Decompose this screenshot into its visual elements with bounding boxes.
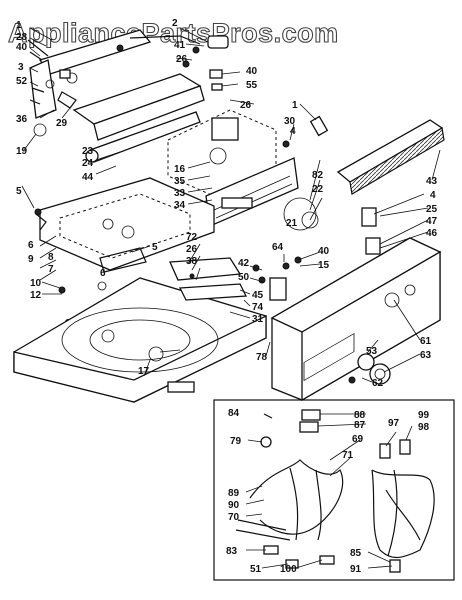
callout-label: 87 [354, 420, 366, 431]
callout-label: 45 [252, 290, 264, 301]
callout-label: 70 [228, 512, 240, 523]
callout-label: 40 [246, 66, 258, 77]
callout-label: 72 [186, 232, 198, 243]
callout-label: 12 [30, 290, 42, 301]
callout-label: 21 [286, 218, 298, 229]
watermark-text: AppliancePartsPros.com [8, 18, 339, 48]
callout-label: 30 [284, 116, 296, 127]
callout-label: 16 [174, 164, 186, 175]
callout-label: 53 [366, 346, 378, 357]
callout-label: 99 [418, 410, 430, 421]
callout-label: 6 [28, 240, 34, 251]
control-panel [270, 237, 442, 402]
callout-label: 3 [18, 62, 24, 73]
middle-hardware [252, 197, 381, 301]
callout-label: 5 [152, 242, 158, 253]
callout-label: 40 [16, 42, 28, 53]
callout-label: 88 [354, 410, 366, 421]
callout-label: 43 [426, 176, 438, 187]
callout-label: 28 [16, 32, 28, 43]
callout-label: 42 [238, 258, 250, 269]
callout-label: 7 [48, 264, 54, 275]
callout-label: 63 [420, 350, 432, 361]
callout-label: 23 [82, 146, 94, 157]
callout-label: 4 [290, 126, 296, 137]
callout-label: 71 [342, 450, 354, 461]
callout-label: 44 [82, 172, 94, 183]
callout-label: 8 [48, 252, 54, 263]
callout-label: 26 [186, 244, 198, 255]
lid-switch-parts [169, 257, 248, 301]
callout-label: 4 [430, 190, 436, 201]
callout-label: 29 [56, 118, 68, 129]
callout-label: 6 [100, 268, 106, 279]
callout-label: 97 [388, 418, 400, 429]
callout-label: 46 [426, 228, 438, 239]
callout-numbers: 1 28 40 3 52 36 29 19 2 41 26 40 55 26 2… [16, 18, 438, 575]
callout-label: 47 [426, 216, 438, 227]
top-cover-plate [34, 177, 215, 325]
callout-label: 52 [16, 76, 28, 87]
callout-label: 50 [238, 272, 250, 283]
callout-label: 64 [272, 242, 284, 253]
callout-label: 90 [228, 500, 240, 511]
callout-label: 82 [312, 170, 324, 181]
callout-label: 19 [16, 146, 28, 157]
callout-label: 83 [226, 546, 238, 557]
console-channel [72, 73, 205, 163]
callout-label: 62 [372, 378, 384, 389]
callout-label: 25 [426, 204, 438, 215]
console-backsplash [336, 119, 445, 195]
callout-label: 61 [420, 336, 432, 347]
callout-label: 55 [246, 80, 258, 91]
console-top-bracket [27, 29, 201, 137]
callout-label: 24 [82, 158, 94, 169]
callout-label: 74 [252, 302, 264, 313]
callout-label: 41 [174, 40, 186, 51]
cabinet-top [13, 277, 267, 403]
callout-label: 5 [16, 186, 22, 197]
callout-label: 100 [280, 564, 297, 575]
callout-label: 40 [318, 246, 330, 257]
callout-label: 2 [172, 18, 178, 29]
callout-label: 36 [16, 114, 28, 125]
callout-label: 38 [186, 256, 198, 267]
callout-label: 33 [174, 188, 186, 199]
callout-label: 1 [16, 20, 22, 31]
callout-label: 51 [250, 564, 262, 575]
callout-label: 26 [240, 100, 252, 111]
callout-label: 9 [28, 254, 34, 265]
callout-label: 85 [350, 548, 362, 559]
timer-assembly [167, 109, 329, 227]
callout-label: 15 [318, 260, 330, 271]
callout-label: 98 [418, 422, 430, 433]
callout-label: 1 [292, 100, 298, 111]
callout-label: 91 [350, 564, 362, 575]
callout-label: 89 [228, 488, 240, 499]
callout-label: 84 [228, 408, 240, 419]
callout-label: 34 [174, 200, 186, 211]
callout-label: 22 [312, 184, 324, 195]
callout-label: 69 [352, 434, 364, 445]
callout-label: 17 [138, 366, 150, 377]
callout-label: 35 [174, 176, 186, 187]
callout-label: 79 [230, 436, 242, 447]
callout-label: 31 [252, 314, 264, 325]
callout-label: 26 [176, 54, 188, 65]
callout-label: 10 [30, 278, 42, 289]
leader-lines [21, 27, 441, 569]
wiring-harness-inset [213, 399, 455, 581]
callout-label: 78 [256, 352, 268, 363]
